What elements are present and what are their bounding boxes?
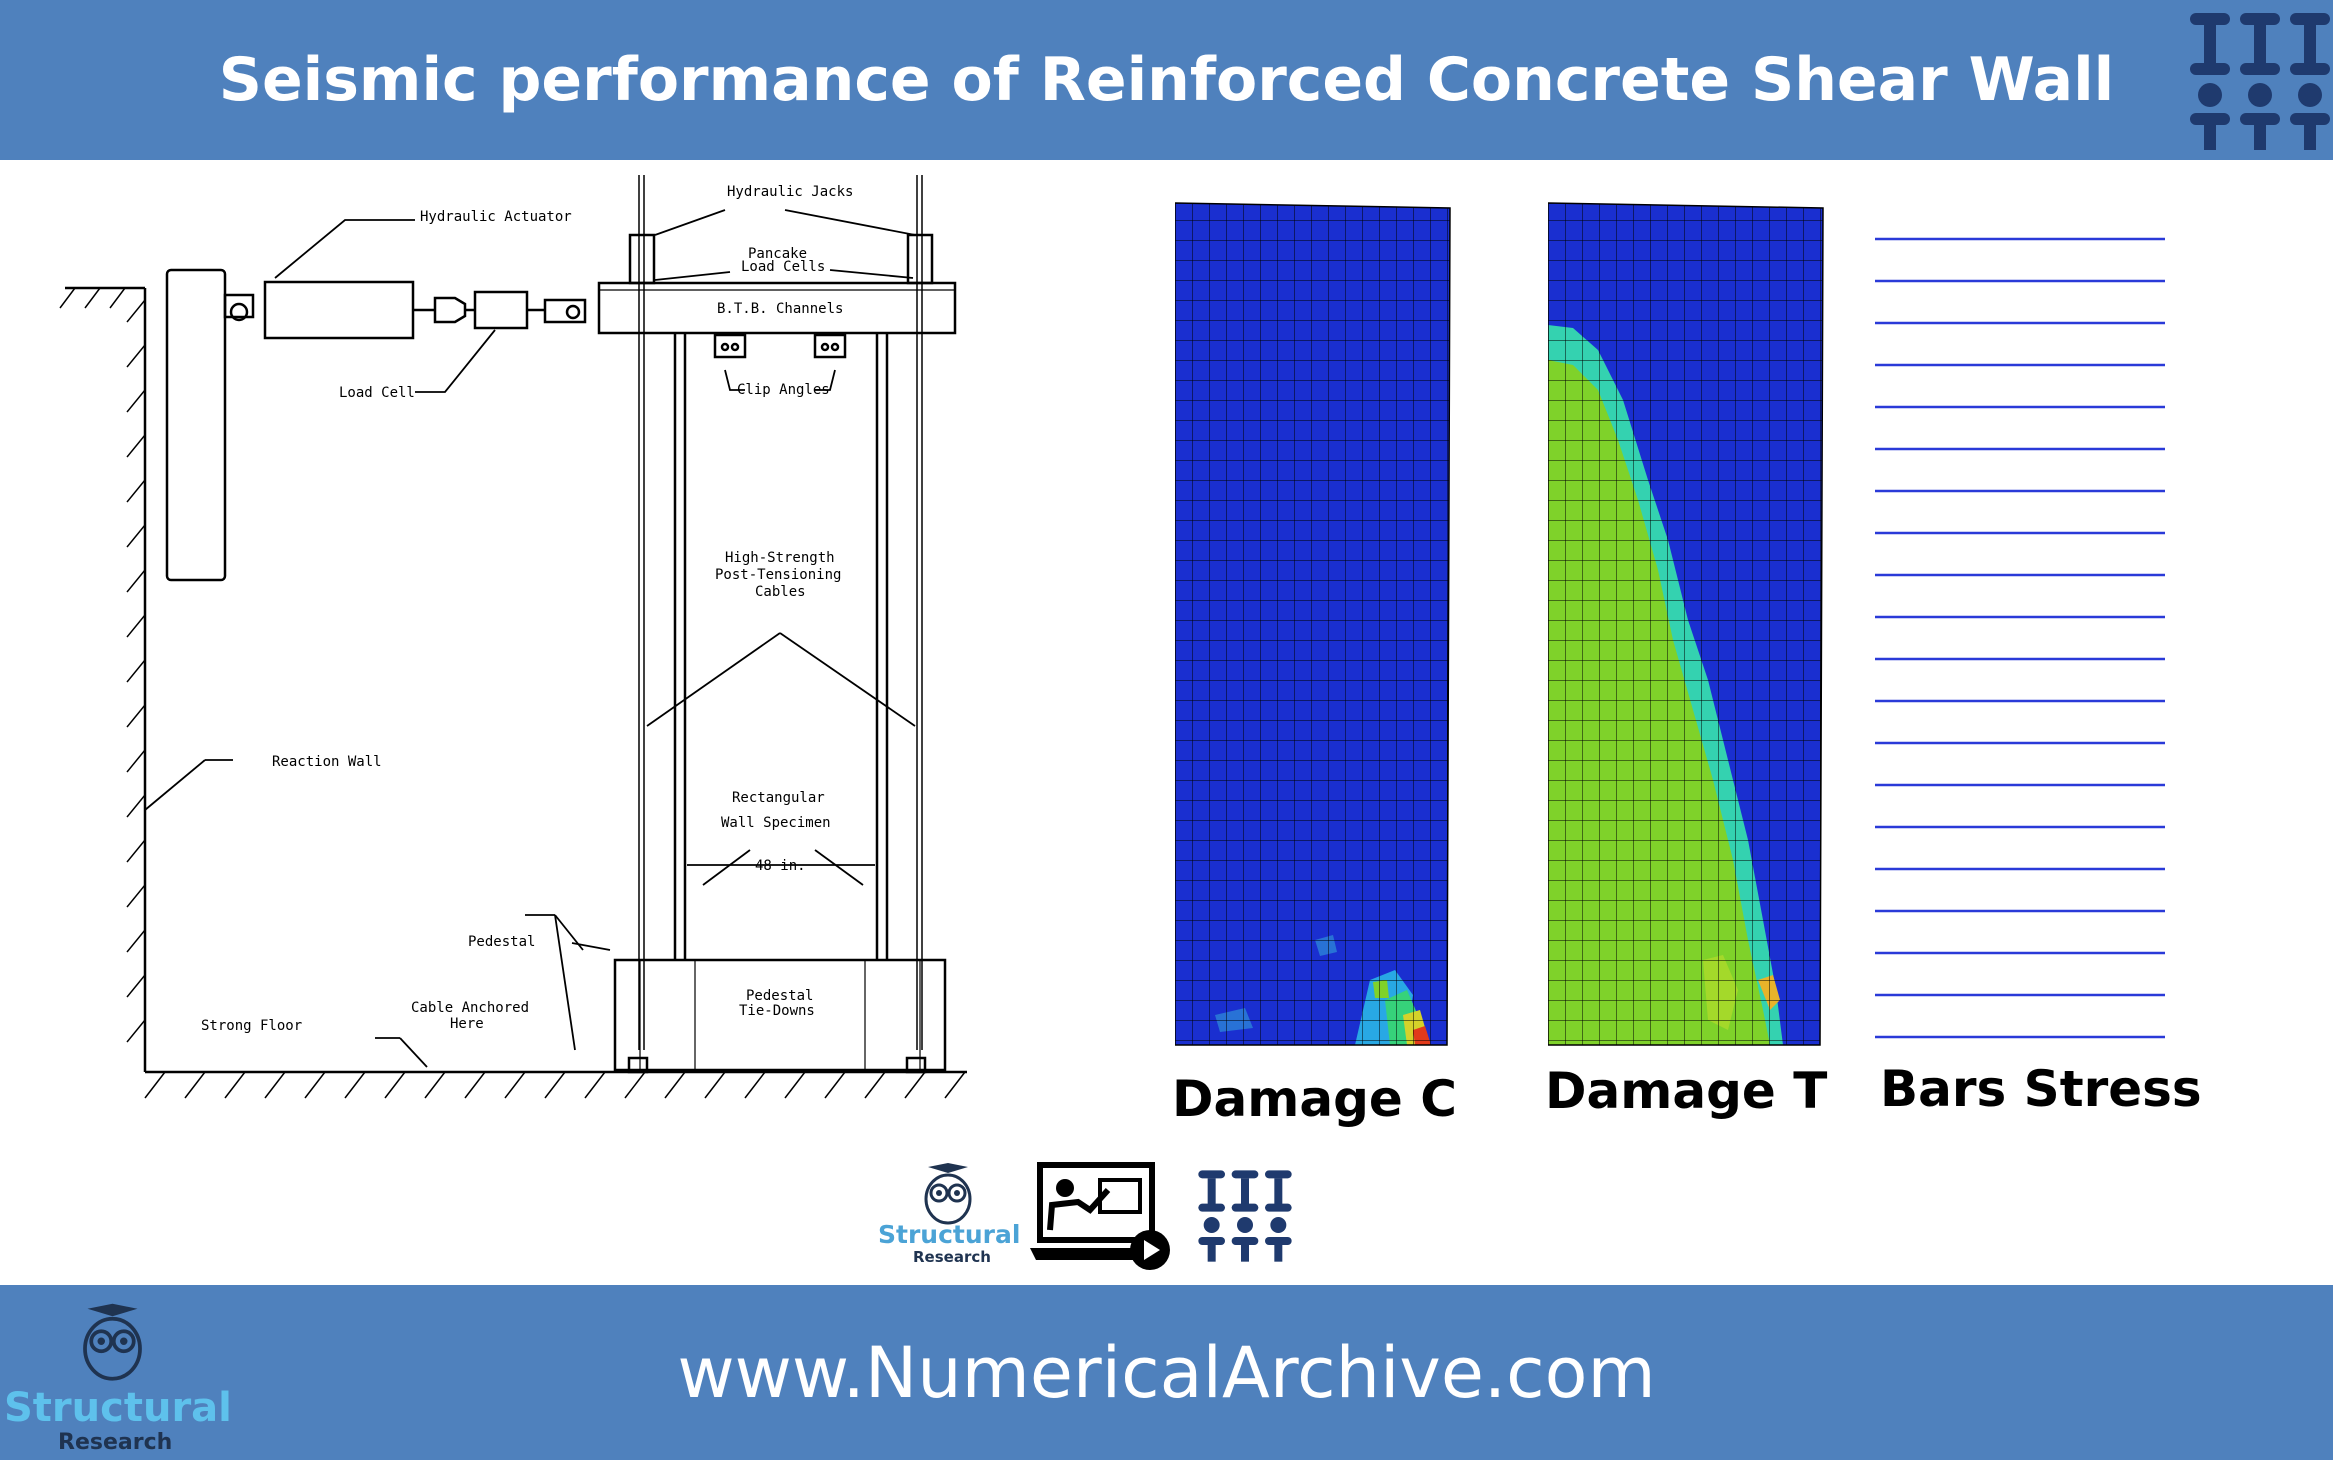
video-lecture-icon (1030, 1162, 1170, 1270)
label-reaction-wall: Reaction Wall (272, 754, 382, 770)
label-post-tensioning: Post-Tensioning (715, 567, 841, 583)
damage-c-mesh (1175, 202, 1451, 1046)
label-bars-stress: Bars Stress (1880, 1060, 2202, 1118)
damage-t-mesh (1548, 202, 1824, 1046)
label-cables: Cables (755, 584, 806, 600)
label-damage-c: Damage C (1172, 1070, 1457, 1128)
footer-owl-icon (83, 1303, 142, 1381)
owl-icon (924, 1163, 972, 1225)
footer-bar (0, 1285, 2333, 1460)
label-here: Here (450, 1016, 484, 1032)
label-rectangular: Rectangular (732, 790, 825, 806)
label-pedestal: Pedestal (468, 934, 535, 950)
footer-url[interactable]: www.NumericalArchive.com (677, 1331, 1656, 1414)
label-cable-anchored: Cable Anchored (411, 1000, 529, 1016)
label-pedestal-tie: Pedestal (746, 988, 813, 1004)
page-title: Seismic performance of Reinforced Concre… (218, 45, 2115, 115)
label-load-cells: Load Cells (741, 259, 825, 275)
test-setup-diagram: Hydraulic Actuator Hydraulic Jacks Panca… (59, 175, 967, 1099)
label-btb-channels: B.T.B. Channels (717, 301, 843, 317)
label-strong-floor: Strong Floor (201, 1018, 302, 1034)
label-damage-t: Damage T (1545, 1062, 1828, 1120)
label-load-cell: Load Cell (339, 385, 415, 401)
label-hydraulic-actuator: Hydraulic Actuator (420, 209, 572, 225)
label-wall-specimen: Wall Specimen (721, 815, 831, 831)
label-clip-angles: Clip Angles (737, 382, 830, 398)
footer-brand-text: Structural (4, 1385, 232, 1431)
numerical-archive-small-logo-icon (1198, 1170, 1292, 1262)
center-brand-sub: Research (913, 1248, 991, 1266)
label-high-strength: High-Strength (725, 550, 835, 566)
bars-stress-plot (1875, 205, 2165, 1045)
header-bar (0, 0, 2333, 160)
center-brand-text: Structural (878, 1220, 1021, 1249)
label-hydraulic-jacks: Hydraulic Jacks (727, 184, 853, 200)
label-pancake: Pancake (748, 246, 807, 262)
label-tie-downs: Tie-Downs (739, 1003, 815, 1019)
footer-brand-sub: Research (58, 1430, 173, 1455)
numerical-archive-logo-icon (2190, 13, 2330, 150)
label-48-in: 48 in. (755, 858, 806, 874)
